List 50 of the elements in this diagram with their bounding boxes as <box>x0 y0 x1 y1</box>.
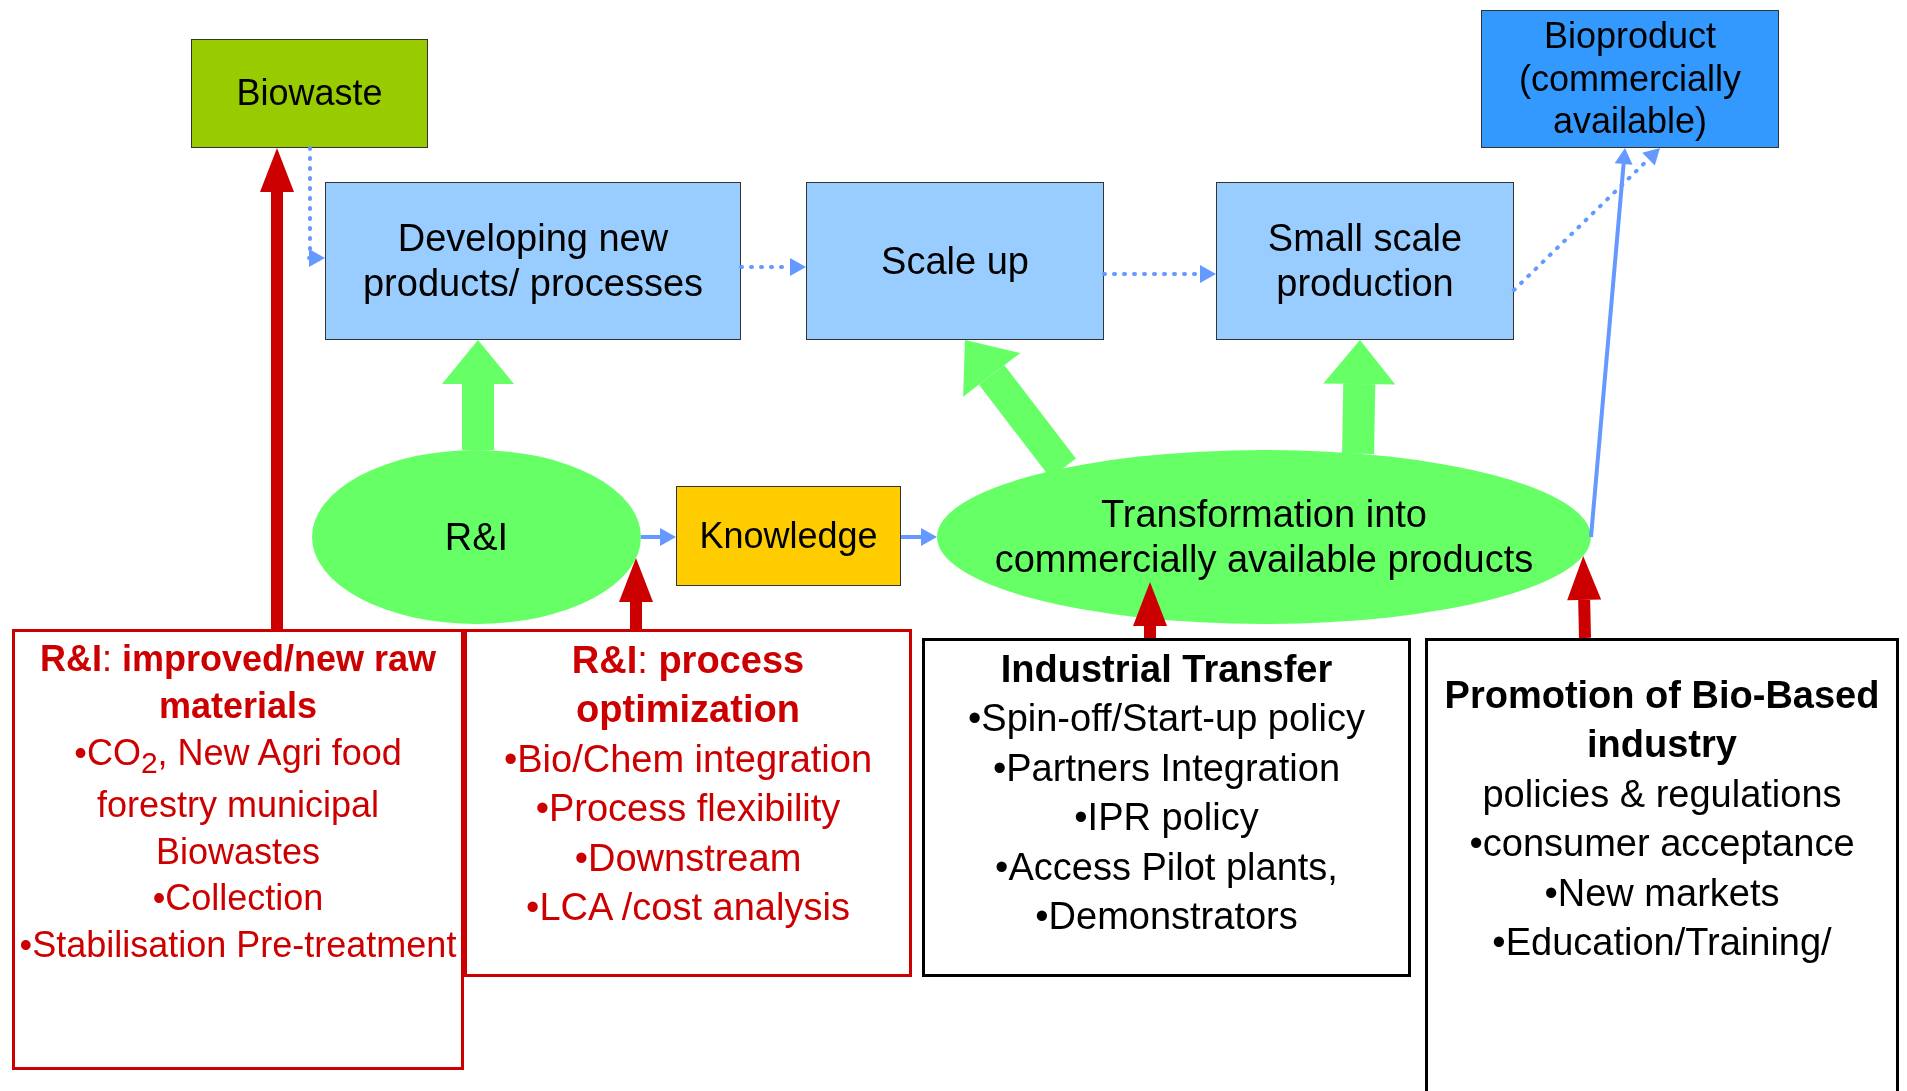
output-box <box>1481 10 1779 148</box>
arrow <box>739 258 806 276</box>
text-panel <box>464 629 912 977</box>
node-label: Transformation into commercially available products <box>993 492 1535 582</box>
arrow <box>619 558 653 629</box>
bullet-text: •consumer acceptance <box>1469 821 1855 867</box>
panel-heading: R&I: improved/new raw materials <box>38 637 438 728</box>
bullet-text: •Collection <box>152 876 324 921</box>
bullet-text: •Spin-off/Start-up policy <box>968 696 1365 742</box>
process-box <box>1216 182 1514 340</box>
arrow <box>1133 582 1167 638</box>
bullet-text: •LCA /cost analysis <box>526 884 850 930</box>
bullet-text: •Process flexibility <box>535 786 841 832</box>
arrow <box>1512 148 1660 292</box>
arrow <box>1102 265 1216 283</box>
arrow <box>442 340 514 451</box>
node-label: R&I <box>444 514 509 560</box>
node-label: Scale up <box>881 238 1029 284</box>
arrow <box>641 528 676 546</box>
arrow <box>1567 555 1602 639</box>
text-panel <box>1425 638 1899 1091</box>
node-label: Biowaste <box>236 72 383 115</box>
arrow <box>901 528 937 546</box>
text-panel <box>12 629 464 1070</box>
bullet-text: •Downstream <box>574 835 802 881</box>
bullet-text: •Partners Integration <box>992 745 1340 791</box>
arrow <box>307 146 325 267</box>
node-label: Developing new products/ processes <box>361 216 705 306</box>
node-label: Bioproduct (commercially available) <box>1518 15 1742 143</box>
bullet-text: •Stabilisation Pre-treatment <box>19 923 457 968</box>
arrow <box>1589 148 1633 538</box>
bullet-text: •CO$_{2}$, New Agri food forestry municipal Biowastes <box>73 730 403 874</box>
bullet-text: •IPR policy <box>1074 795 1259 841</box>
text-panel <box>922 638 1411 977</box>
panel-heading: R&I: process optimization <box>570 638 806 733</box>
arrow <box>260 148 294 629</box>
panel-heading: Industrial Transfer <box>1000 647 1333 692</box>
bullet-text: •Education/Training/ <box>1492 919 1832 965</box>
bullet-text: policies & regulations <box>1482 771 1842 817</box>
process-box <box>806 182 1104 340</box>
bullet-text: •Bio/Chem integration <box>503 736 873 782</box>
node-label: Small scale production <box>1266 216 1464 306</box>
node-label: Knowledge <box>699 514 878 558</box>
knowledge-box <box>676 486 901 586</box>
bullet-text: •Access Pilot plants, <box>995 844 1338 890</box>
arrow <box>1323 340 1396 454</box>
process-box <box>325 182 741 340</box>
bullet-text: •Demonstrators <box>1035 893 1298 939</box>
input-box <box>191 39 428 148</box>
bullet-text: •New markets <box>1544 870 1780 916</box>
